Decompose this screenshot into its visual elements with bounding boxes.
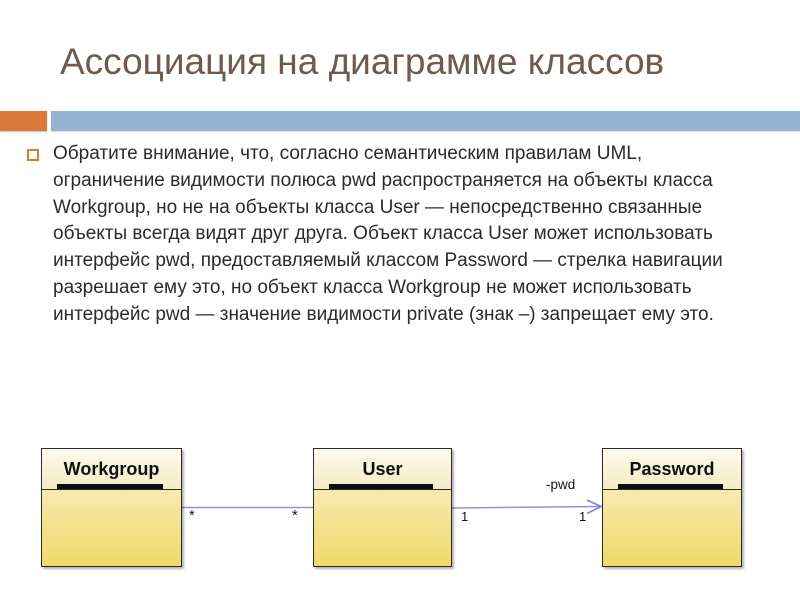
class-name-compartment: Password: [603, 449, 741, 490]
multiplicity-label-user-right-end: 1: [461, 509, 469, 524]
paragraph-line: Workgroup, но не на объекты класса User …: [53, 196, 703, 218]
class-attribute-compartment: [314, 490, 451, 566]
bullet-paragraph: Обратите внимание, что, согласно семанти…: [53, 141, 793, 329]
paragraph-line: Обратите внимание, что, согласно семанти…: [53, 143, 643, 164]
bullet-square-icon: [27, 149, 39, 161]
paragraph-line: разрешает ему это, но объект класса Work…: [53, 276, 692, 298]
role-label-pwd: -pwd: [546, 477, 576, 492]
class-name-label: Workgroup: [63, 458, 160, 479]
uml-class-user: User: [313, 448, 452, 567]
navigation-arrowhead-icon: [586, 499, 603, 515]
paragraph-line: объекты всегда видят друг друга. Объект …: [53, 223, 713, 245]
compartment-separator: [57, 484, 163, 489]
slide-title: Ассоциация на диаграмме классов: [60, 41, 665, 82]
class-name-label: Password: [629, 458, 715, 479]
multiplicity-label-user-left-end: *: [292, 507, 298, 524]
paragraph-line: ограничение видимости полюса pwd распрос…: [53, 169, 713, 191]
accent-bar-orange: [0, 111, 47, 131]
class-attribute-compartment: [603, 490, 741, 566]
class-name-label: User: [362, 458, 403, 479]
multiplicity-label-password-end: 1: [579, 509, 587, 524]
paragraph-line: интерфейс pwd — значение видимости priva…: [53, 303, 714, 325]
multiplicity-label-workgroup-end: *: [189, 507, 195, 524]
accent-bar-blue: [51, 111, 800, 131]
compartment-separator: [618, 484, 724, 489]
class-attribute-compartment: [42, 490, 181, 566]
paragraph-line: интерфейс pwd, предоставляемый классом P…: [53, 250, 723, 272]
class-name-compartment: User: [314, 449, 451, 490]
uml-class-workgroup: Workgroup: [41, 448, 182, 567]
uml-class-password: Password: [602, 448, 742, 567]
association-line-user-password: [451, 505, 602, 509]
class-name-compartment: Workgroup: [42, 449, 181, 490]
compartment-separator: [329, 484, 434, 489]
